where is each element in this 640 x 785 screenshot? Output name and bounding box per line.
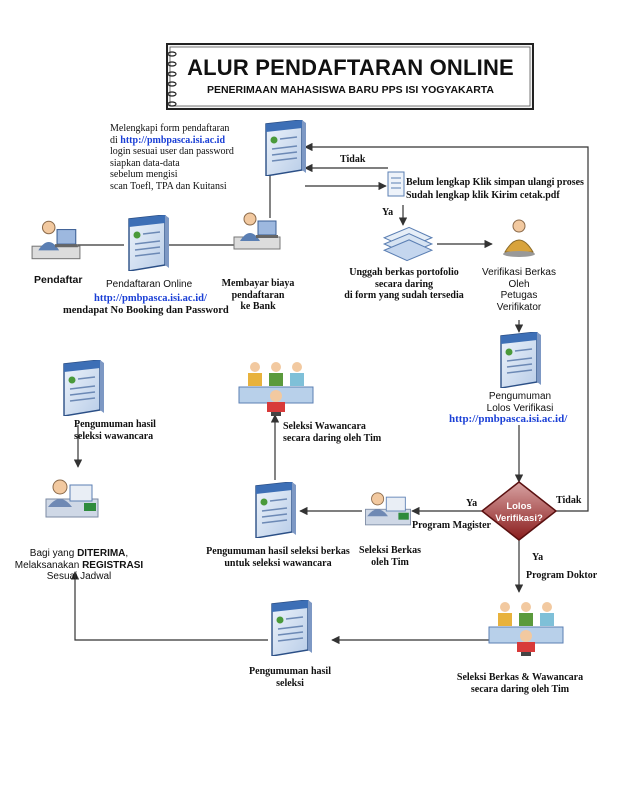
- seleksi-doktor-panel-icon: [488, 601, 564, 657]
- pengumuman-wawancara-screen-icon: [63, 360, 104, 416]
- seleksi-wawancara-panel-icon: [238, 361, 314, 417]
- pengumuman-wawancara-label: Pengumuman hasil seleksi wawancara: [74, 419, 156, 442]
- ya-unggah-label: Ya: [382, 207, 394, 218]
- seleksi-berkas-desk-icon: [365, 492, 411, 526]
- unggah-documents-icon: [383, 226, 433, 262]
- form-document-icon: [387, 171, 405, 197]
- form-url-link[interactable]: http://pmbpasca.isi.ac.id: [120, 134, 226, 146]
- pendaftaran-url-link[interactable]: http://pmbpasca.isi.ac.id/: [94, 293, 207, 304]
- form-instructions: Melengkapi form pendaftaran di http://pm…: [110, 123, 234, 192]
- page-subtitle: PENERIMAAN MAHASISWA BARU PPS ISI YOGYAK…: [206, 84, 495, 96]
- verifikator-person-icon: [503, 219, 535, 257]
- pengumuman-seleksi-screen-icon: [271, 600, 312, 656]
- arrow-tidak-loop: [304, 142, 589, 512]
- pendaftar-person-icon: [31, 220, 81, 260]
- seleksi-doktor-label: Seleksi Berkas & Wawancara secara daring…: [456, 672, 584, 695]
- pengumuman-berkas-label: Pengumuman hasil seleksi berkas untuk se…: [206, 546, 350, 569]
- program-magister-label: Program Magister: [412, 520, 491, 531]
- seleksi-wawancara-label: Seleksi Wawancara secara daring oleh Tim: [283, 421, 382, 444]
- program-doktor-label: Program Doktor: [526, 570, 598, 581]
- pengumuman-seleksi-label: Pengumuman hasil seleksi: [249, 666, 331, 689]
- pengumuman-lolos-screen-icon: [500, 332, 541, 388]
- pendaftaran-note: mendapat No Booking dan Password: [63, 305, 229, 316]
- bayar-label: Membayar biaya pendaftaran ke Bank: [221, 278, 295, 312]
- form-screen-icon: [265, 120, 306, 176]
- pendaftaran-online-screen-icon: [128, 215, 169, 271]
- pengumuman-lolos-url-link[interactable]: http://pmbpasca.isi.ac.id/: [449, 413, 568, 425]
- pendaftaran-online-label: Pendaftaran Online: [106, 279, 193, 290]
- arrow-pengumuman-registrasi: [70, 571, 268, 641]
- pengumuman-lolos-label: Pengumuman Lolos Verifikasi: [486, 391, 554, 414]
- seleksi-berkas-label: Seleksi Berkas oleh Tim: [359, 545, 421, 568]
- ya-left-label: Ya: [466, 498, 478, 509]
- bayar-person-icon: [233, 212, 281, 250]
- decision-label: Lolos Verifikasi?: [495, 501, 543, 524]
- tidak-right-label: Tidak: [556, 495, 582, 506]
- ya-down-label: Ya: [532, 552, 544, 563]
- sudah-lengkap-label: Sudah lengkap klik Kirim cetak.pdf: [406, 190, 560, 201]
- pengumuman-berkas-screen-icon: [255, 482, 296, 538]
- unggah-label: Unggah berkas portofolio secara daring d…: [344, 267, 464, 301]
- pendaftar-label: Pendaftar: [34, 274, 83, 286]
- registrasi-label: Bagi yang DITERIMA, Melaksanakan REGISTR…: [14, 548, 144, 582]
- verifikasi-label: Verifikasi Berkas Oleh Petugas Verifikat…: [482, 267, 556, 313]
- decision-diamond: [480, 481, 558, 541]
- title-banner: [166, 43, 534, 110]
- registrasi-desk-icon: [45, 479, 99, 518]
- belum-lengkap-label: Belum lengkap Klik simpan ulangi proses: [406, 177, 584, 188]
- tidak-top-label: Tidak: [340, 154, 366, 165]
- page-title: ALUR PENDAFTARAN ONLINE: [187, 55, 514, 80]
